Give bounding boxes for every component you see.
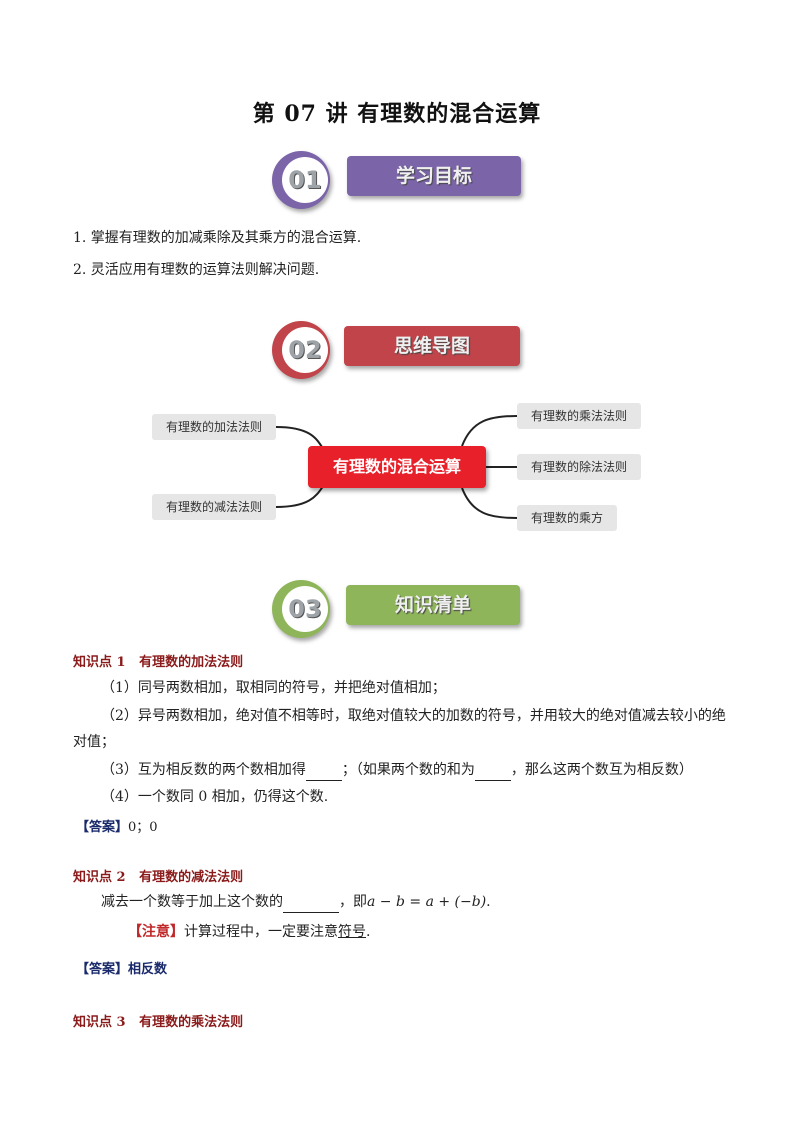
kp1-item-2-line-2: 对值； <box>73 734 115 750</box>
kp2-formula: a − b = a + (−b) <box>367 894 487 910</box>
objective-2: 2. 灵活应用有理数的运算法则解决问题. <box>73 262 320 278</box>
note-tag: 【注意】 <box>128 924 184 940</box>
kp1-item-1: （1）同号两数相加，取相同的符号，并把绝对值相加； <box>101 680 446 696</box>
section-number: 03 <box>288 595 322 623</box>
kp1-item-3-text-c: ，那么这两个数互为相反数） <box>510 762 693 778</box>
mindmap-center: 有理数的混合运算 <box>308 446 486 488</box>
kp2-note-text: 计算过程中，一定要注意 <box>184 924 338 940</box>
kp1-title: 有理数的加法法则 <box>139 655 244 670</box>
section-title-mindmap: 思维导图 <box>344 326 520 366</box>
answer-blank <box>283 892 339 913</box>
kp2-heading: 知识点 2 有理数的减法法则 <box>73 866 243 885</box>
answer-blank <box>305 760 342 781</box>
kp2-title: 有理数的减法法则 <box>139 870 244 885</box>
kp1-item-3-text-a: （3）互为相反数的两个数相加得 <box>101 762 306 778</box>
kp2-note-end: . <box>366 924 371 940</box>
answer-value: 相反数 <box>128 962 168 977</box>
kp1-heading: 知识点 1 有理数的加法法则 <box>73 651 243 670</box>
kp1-item-3-text-b: ；（如果两个数的和为 <box>341 762 475 778</box>
section-number: 01 <box>288 166 322 194</box>
section-badge-01: 01 <box>272 151 336 209</box>
section-title-objectives: 学习目标 <box>347 156 521 196</box>
kp2-answer: 【答案】相反数 <box>76 958 167 977</box>
kp1-answer: 【答案】0；0 <box>76 816 158 835</box>
kp3-heading: 知识点 3 有理数的乘法法则 <box>73 1011 243 1030</box>
answer-tag: 【答案】 <box>76 820 129 835</box>
kp1-label: 知识点 1 <box>73 655 126 670</box>
kp2-note: 【注意】计算过程中，一定要注意符号. <box>128 922 370 942</box>
kp2-rule-text-c: . <box>486 894 491 910</box>
kp3-title: 有理数的乘法法则 <box>139 1015 244 1030</box>
mindmap-node-subtraction: 有理数的减法法则 <box>152 494 276 520</box>
kp2-note-underlined: 符号 <box>338 924 366 940</box>
section-title-knowledge: 知识清单 <box>346 585 520 625</box>
section-number: 02 <box>288 336 322 364</box>
mindmap-node-power: 有理数的乘方 <box>517 505 617 531</box>
kp1-item-2-line-1: （2）异号两数相加，绝对值不相等时，取绝对值较大的加数的符号，并用较大的绝对值减… <box>101 708 726 724</box>
kp3-label: 知识点 3 <box>73 1015 126 1030</box>
mindmap-node-addition: 有理数的加法法则 <box>152 414 276 440</box>
section-badge-03: 03 <box>272 580 336 638</box>
mindmap-node-multiplication: 有理数的乘法法则 <box>517 403 641 429</box>
objective-1: 1. 掌握有理数的加减乘除及其乘方的混合运算. <box>73 230 362 246</box>
answer-blank <box>474 760 511 781</box>
kp2-rule-text-b: ，即 <box>339 894 367 910</box>
answer-tag: 【答案】 <box>76 962 129 977</box>
kp2-rule: 减去一个数等于加上这个数的 ，即a − b = a + (−b). <box>101 892 491 913</box>
kp1-item-3: （3）互为相反数的两个数相加得 ；（如果两个数的和为 ，那么这两个数互为相反数） <box>101 760 693 781</box>
kp2-label: 知识点 2 <box>73 870 126 885</box>
answer-value: 0；0 <box>128 820 158 835</box>
kp1-item-4: （4）一个数同 0 相加，仍得这个数. <box>101 789 329 805</box>
section-badge-02: 02 <box>272 321 336 379</box>
page-title: 第 07 讲 有理数的混合运算 <box>252 101 542 127</box>
kp2-rule-text-a: 减去一个数等于加上这个数的 <box>101 894 283 910</box>
mindmap-node-division: 有理数的除法法则 <box>517 454 641 480</box>
